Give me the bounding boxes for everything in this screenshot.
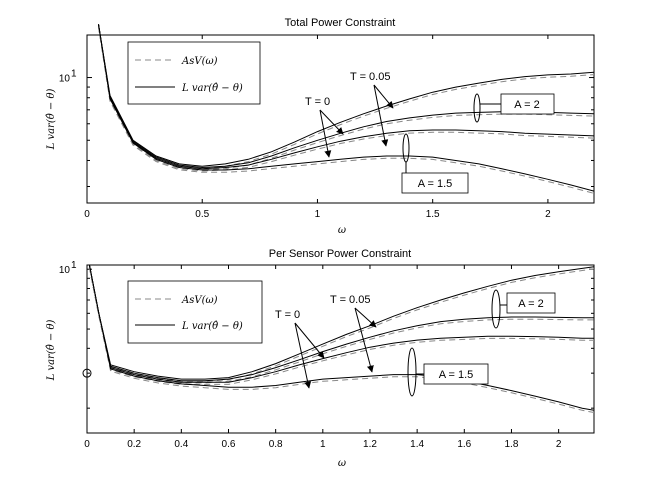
arrow-t0-b [294, 322, 312, 389]
arrow-t005-a [354, 307, 377, 328]
label-box-a2 [500, 93, 555, 115]
x-tick-label: 2 [556, 439, 562, 450]
arrow-t0-a [294, 322, 325, 359]
x-tick-label: 0 [84, 439, 90, 450]
arrow-t005-a [373, 84, 394, 109]
y-tick-label: 10 [59, 265, 71, 276]
arrow-t0-a [319, 109, 344, 135]
series-var-line-3 [98, 24, 595, 192]
label-box-a15 [401, 172, 469, 194]
series-group [88, 264, 595, 413]
annotation-a15: A = 1.5 [439, 369, 474, 381]
legend-label-var: L var(θ̂ − θ) [181, 83, 243, 94]
series-asv-line-1 [88, 267, 594, 384]
chart-title: Total Power Constraint [285, 17, 396, 29]
ellipse-a15 [407, 347, 417, 397]
x-tick-label: 0.5 [195, 209, 209, 220]
x-tick-label: 0.4 [174, 439, 188, 450]
x-tick-label: 2 [545, 209, 551, 220]
chart-title: Per Sensor Power Constraint [269, 248, 411, 260]
label-box-a2 [506, 292, 556, 314]
series-asv-line-0 [98, 26, 595, 170]
x-tick-label: 1.4 [410, 439, 424, 450]
x-tick-label: 0.6 [222, 439, 236, 450]
y-tick-label: 10 [59, 74, 71, 85]
legend-label-asv: AsV(ω) [181, 295, 218, 306]
series-asv-line-2 [88, 267, 594, 385]
series-var-line-3 [88, 264, 595, 411]
x-tick-label: 1.5 [426, 209, 440, 220]
series-var-line-1 [88, 264, 594, 382]
x-tick-label: 1 [320, 439, 326, 450]
series-group [98, 24, 595, 194]
series-asv-line-2 [98, 26, 595, 172]
legend-label-asv: AsV(ω) [181, 56, 218, 67]
y-axis-label: L var(θ̂ − θ) [46, 320, 57, 382]
label-box-a15 [423, 363, 489, 385]
annotation-a2: A = 2 [518, 298, 543, 310]
legend-box [127, 280, 263, 344]
x-tick-label: 1.6 [457, 439, 471, 450]
series-asv-line-3 [88, 267, 595, 413]
x-tick-label: 0 [84, 209, 90, 220]
ellipse-a2 [491, 289, 501, 329]
x-tick-label: 1 [315, 209, 321, 220]
annotation-t005: T = 0.05 [350, 71, 390, 83]
legend-box [127, 41, 261, 105]
x-tick-label: 1.8 [505, 439, 519, 450]
arrow-t005-b [373, 84, 389, 147]
annotation-t0: T = 0 [305, 96, 330, 108]
series-var-line-2 [88, 264, 594, 383]
x-axis-label: ω [338, 225, 346, 236]
series-asv-line-3 [98, 26, 595, 194]
series-var-line-0 [98, 24, 595, 167]
arrow-t0-b [319, 109, 332, 158]
x-axis-label: ω [338, 458, 346, 469]
chart-per-sensor-power: Per Sensor Power Constraint 0 0.2 0.4 0.6 0.… [46, 248, 595, 469]
annotation-t0: T = 0 [275, 309, 300, 321]
series-var-line-0 [88, 264, 595, 380]
annotation-a15: A = 1.5 [418, 178, 453, 190]
origin-marker [82, 368, 92, 378]
arrow-t005-b [354, 307, 374, 373]
x-tick-label: 0.2 [127, 439, 141, 450]
y-tick-label-exponent: 1 [71, 260, 77, 271]
x-ticks: 0 0.5 1 1.5 2 [84, 35, 551, 220]
legend: AsV(ω) L var(θ̂ − θ) [127, 41, 261, 105]
series-asv-line-0 [88, 267, 595, 382]
y-tick-label-exponent: 1 [71, 69, 77, 80]
x-tick-label: 1.2 [363, 439, 377, 450]
legend-label-var: L var(θ̂ − θ) [181, 321, 243, 332]
annotation-t005: T = 0.05 [330, 294, 370, 306]
y-axis-label: L var(θ̂ − θ) [46, 89, 57, 151]
series-var-line-2 [98, 24, 595, 170]
x-ticks: 0 0.2 0.4 0.6 0.8 1 1.2 1.4 1.6 1.8 2 [84, 265, 562, 450]
legend: AsV(ω) L var(θ̂ − θ) [127, 280, 263, 344]
annotation-a2: A = 2 [514, 99, 539, 111]
x-tick-label: 0.8 [269, 439, 283, 450]
ellipse-a2 [473, 93, 481, 123]
